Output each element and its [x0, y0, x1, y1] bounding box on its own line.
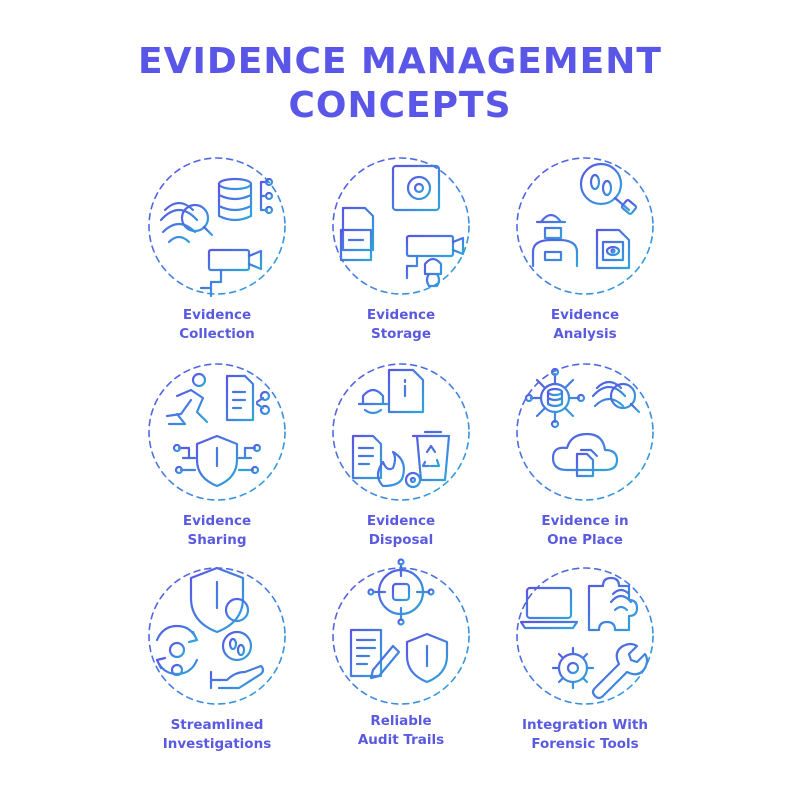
label-evidence-in-one-place: Evidence in One Place: [541, 513, 629, 548]
label-streamlined-investigations: Streamlined Investigations: [162, 717, 272, 752]
label-reliable-audit-trails: Reliable Audit Trails: [357, 713, 445, 748]
title-line-2: CONCEPTS: [288, 85, 512, 126]
shield-info-cycle-icon: [148, 566, 286, 705]
evidence-storage-card: [301, 138, 501, 338]
label-evidence-storage: Evidence Storage: [366, 307, 436, 342]
evidence-analysis-card: [485, 138, 685, 338]
evidence-sharing-card: [117, 344, 317, 544]
streamlined-investigations-card: [117, 548, 317, 748]
runner-document-shield-icon: [148, 363, 286, 501]
evidence-collection-card: [117, 138, 317, 338]
evidence-disposal-card: [301, 344, 501, 544]
evidence-in-one-place-card: [485, 344, 685, 544]
network-fingerprint-cloud-icon: [516, 363, 654, 501]
safe-folder-camera-icon: [332, 157, 470, 295]
laptop-puzzle-gear-icon: [516, 567, 654, 705]
reliable-audit-trails-card: [301, 548, 501, 748]
label-evidence-analysis: Evidence Analysis: [550, 307, 620, 342]
label-evidence-disposal: Evidence Disposal: [366, 513, 436, 548]
detective-magnifier-file-icon: [516, 157, 654, 295]
file-fire-recycle-bin-icon: [332, 363, 470, 501]
fingerprint-database-camera-icon: [148, 157, 286, 298]
label-evidence-collection: Evidence Collection: [179, 307, 255, 342]
target-document-shield-icon: [332, 558, 470, 705]
title-line-1: EVIDENCE MANAGEMENT: [138, 41, 662, 82]
page-title: EVIDENCE MANAGEMENT CONCEPTS: [0, 40, 800, 128]
label-integration-forensic-tools: Integration With Forensic Tools: [522, 717, 648, 752]
integration-forensic-tools-card: [485, 548, 685, 748]
label-evidence-sharing: Evidence Sharing: [182, 513, 252, 548]
